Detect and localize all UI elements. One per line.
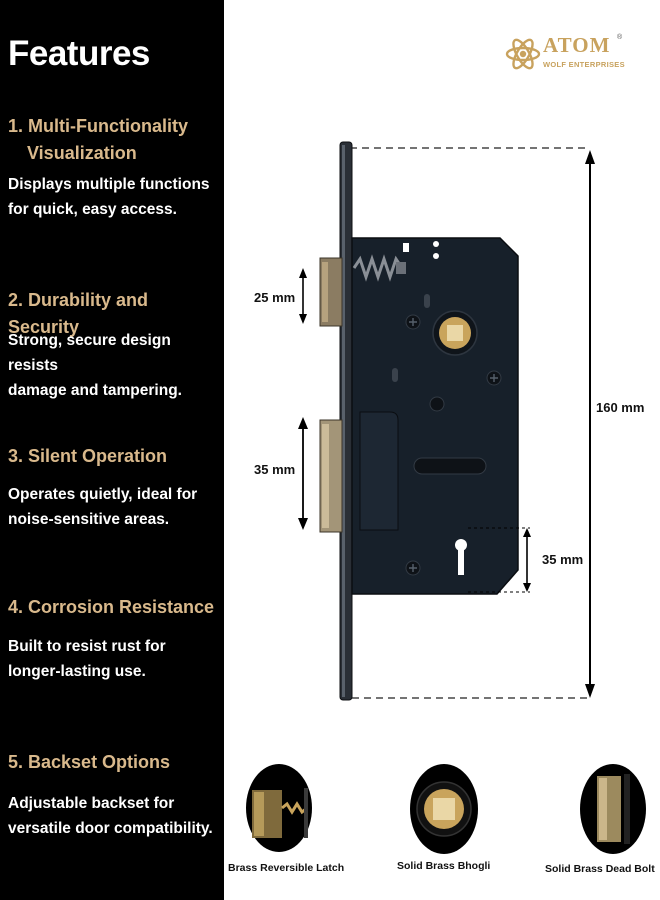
brass-deadbolt-detail-image: [580, 764, 646, 854]
feature-heading-1: 1. Multi-Functionality Visualization: [8, 116, 188, 163]
mortise-lock-image: [298, 141, 595, 701]
feature-heading-5: 5. Backset Options: [8, 752, 171, 772]
features-title: Features: [8, 34, 150, 73]
caption-brass-reversible-latch: Brass Reversible Latch: [228, 862, 345, 874]
top-hole-1: [433, 241, 439, 247]
logo-name: ATOM: [543, 33, 611, 57]
bolt-slot: [413, 457, 487, 475]
latch-dimension-label: 25 mm: [254, 290, 296, 305]
latch-spring: [352, 254, 404, 282]
brass-bhogli-detail-image: [410, 764, 478, 854]
guide-slot: [424, 294, 430, 308]
caption-solid-brass-bhogli: Solid Brass Bhogli: [397, 860, 491, 872]
latch-bolt-highlight: [322, 262, 328, 322]
atom-logo: ATOM ® WOLF ENTERPRISES: [505, 32, 625, 78]
top-hole-2: [433, 253, 439, 259]
feature-description-2: Strong, secure design resists damage and…: [8, 332, 182, 399]
feature-description-4: Built to resist rust for longer-lasting …: [8, 638, 166, 680]
height-arrow-top-icon: [585, 150, 595, 164]
keyhole-slot: [458, 545, 464, 575]
feature-description-3: Operates quietly, ideal for noise-sensit…: [8, 486, 198, 528]
backset-dimension-label: 35 mm: [542, 552, 584, 567]
bhogli-square-hole: [447, 325, 463, 341]
small-slot: [392, 368, 398, 382]
feature-heading-2: 2. Durability and Security: [8, 290, 149, 337]
atom-emblem-icon: [505, 38, 541, 70]
inner-plate: [359, 411, 399, 531]
deadbolt-dimension-label: 35 mm: [254, 462, 296, 477]
feature-description-5: Adjustable backset for versatile door co…: [8, 795, 213, 837]
top-slot: [403, 243, 409, 252]
faceplate-highlight: [342, 145, 345, 697]
height-dimension-label: 160 mm: [596, 400, 645, 415]
spring-stop: [396, 262, 406, 274]
feature-description-1: Displays multiple functions for quick, e…: [8, 176, 210, 218]
feature-heading-4: 4. Corrosion Resistance: [8, 597, 215, 617]
logo-registered-mark: ®: [617, 34, 623, 41]
height-arrow-bottom-icon: [585, 684, 595, 698]
brass-latch-detail-image: [246, 764, 312, 852]
features-panel: Features 1. Multi-Functionality Visualiz…: [0, 0, 224, 900]
caption-solid-brass-dead-bolt: Solid Brass Dead Bolt: [545, 863, 655, 875]
dead-bolt-highlight: [322, 424, 329, 528]
rivet: [429, 396, 445, 412]
logo-subtitle: WOLF ENTERPRISES: [543, 60, 625, 69]
feature-heading-3: 3. Silent Operation: [8, 446, 168, 466]
screws: [405, 314, 502, 576]
